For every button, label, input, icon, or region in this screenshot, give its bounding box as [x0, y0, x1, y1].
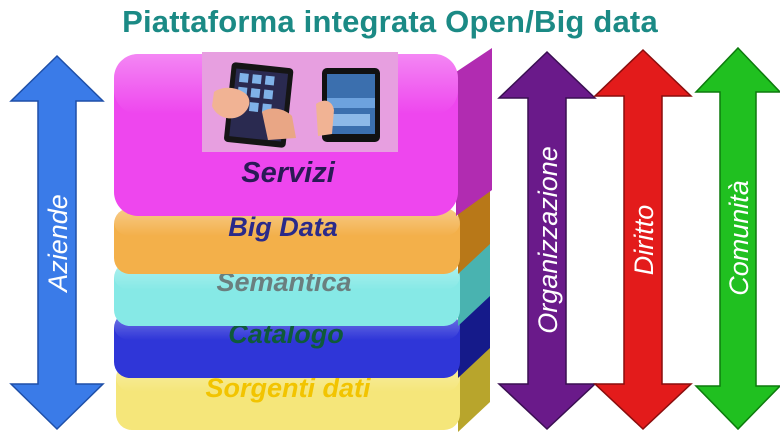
- arrow-aziende: Aziende: [9, 54, 105, 431]
- arrow-organizzazione: Organizzazione: [497, 50, 597, 431]
- arrow-diritto: Diritto: [593, 48, 693, 431]
- arrow-label-diritto: Diritto: [629, 205, 659, 276]
- arrow-label-aziende: Aziende: [43, 194, 73, 294]
- arrow-label-comunita: Comunità: [724, 180, 754, 296]
- layer-label-servizi: Servizi: [241, 157, 335, 189]
- layer-label-big-data: Big Data: [228, 212, 338, 242]
- page-title: Piattaforma integrata Open/Big data: [122, 4, 658, 39]
- arrow-label-organizzazione: Organizzazione: [533, 146, 563, 334]
- tablet-photo: [202, 52, 398, 152]
- arrow-comunita: Comunità: [694, 46, 780, 431]
